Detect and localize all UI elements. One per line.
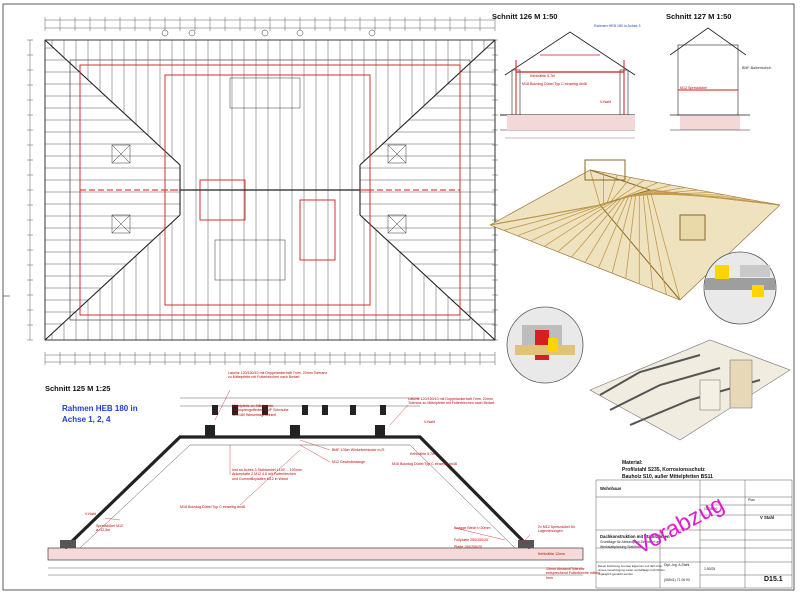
frame-note-line1: Rahmen HEB 180 in [62,404,138,413]
detail-callout-right [703,251,777,325]
s125-knagge-note: Knagge Blech t=20mm [454,526,491,530]
phone: (06541) 71 06 90 [664,578,690,582]
copyright-line3: zugänglich gemacht werden. [598,572,634,576]
s125-threadrod-note: M12 Gewindestange [332,460,365,464]
frame-note-line2: Achse 1, 2, 4 [62,415,111,424]
detail-callout-left [506,306,584,384]
title-line3: Werkstattplanung Stahlbau [600,545,641,549]
material-line1: Profilstahl S235, Korrosionsschutz [622,467,705,473]
copyright-line1: Dieser Zeichnung ist unser Eigentum und … [598,564,662,568]
s125-purlin-note: Mittelpfette an Mittelpfette-Grabsprengu… [232,404,289,417]
s126-frame-note: Rahmen HEB 180 in Achse 3 [594,24,641,28]
scale: 1:50/25 [704,567,716,571]
roof-plan [27,17,498,365]
plan-value: V Stahl [760,515,775,520]
s125-weld2-note: Kehlnähte 12mm [538,552,566,556]
copyright-line2: unsere Genehmigung weder vervielfältigt … [598,568,665,572]
title-block-grid [595,479,793,589]
s125-bmf-note: BMF 105er Winkelverbinder m.R. [332,448,386,452]
s127-anchor-note: M12 Spreizdübel [680,86,707,90]
s125-anchor-note: Spreizdübel M12 ø=12,5m [96,524,123,533]
section-126-title: Schnitt 126 M 1:50 [492,12,558,21]
material-heading: Material: [622,460,643,466]
isometric-frame-model [589,339,791,441]
title-line1: Dachkonstruktion mit Stahlrahmen - [600,534,673,539]
s126-bolt-note: M18 Bolzdog Dübel Typ C einseitig dn48 [522,82,587,86]
engineer: Dipl.-Ing. A.Stahl [664,563,690,567]
s125-tolerance-note: 15mm Abstand/Toleranz entsprechend Futte… [546,567,601,580]
section-125-drawing [47,389,584,576]
section-125-title: Schnitt 125 M 1:25 [45,384,111,393]
s125-bolt-note: M16 Bolzdog Dübel Typ C einseitig dn48 [392,462,457,466]
s125-vweld-note: V-Naht [424,420,435,424]
s125-weld-note: Kehlnähte 5,7el [410,452,435,456]
section-127-drawing [669,27,750,131]
s125-baseplate2-note: Platte 150/200/20 [454,545,483,549]
s125-vweld2-note: V-Naht [85,512,96,516]
s125-baseplate1-note: Fußplatte 250/200/20 [454,538,489,542]
s125-bolt2-note: M18 Bolzdog Dübel Typ C einseitig dn48 [180,505,245,509]
project-name: Wohnhaus [600,486,622,491]
s125-anchor2-note: 2x M12 Spreizdübel für Lageziehungen [538,525,575,534]
material-line2: Bauholz S10, außer Mittelpfetten BS11 [622,474,713,480]
title-line2: Grundlage für Abbundplan Zimmerei und [600,540,662,544]
s125-lasche-left: Lasche 120/150/10 mit Doppelankerhaft 7m… [228,371,328,380]
isometric-roof-model [489,159,781,301]
s125-angle-note: Inst an Achse 3 Stahlwinkel L100 ... 100… [232,468,302,481]
s125-lasche-right: Lasche 120/150/10 mit Doppelankerhaft 7m… [408,397,495,406]
s127-bmf-note: BMF-Balkenschuh [742,66,772,70]
date: 15.08.00 [704,507,718,511]
section-126-drawing [500,31,636,139]
s126-weld-note: Kehlnähte 5,7el [530,74,555,78]
plan-label: Plan [748,498,755,502]
s126-vweld-note: V-Naht [600,100,611,104]
section-127-title: Schnitt 127 M 1:50 [666,12,732,21]
sheet-number: D15.1 [764,576,783,583]
